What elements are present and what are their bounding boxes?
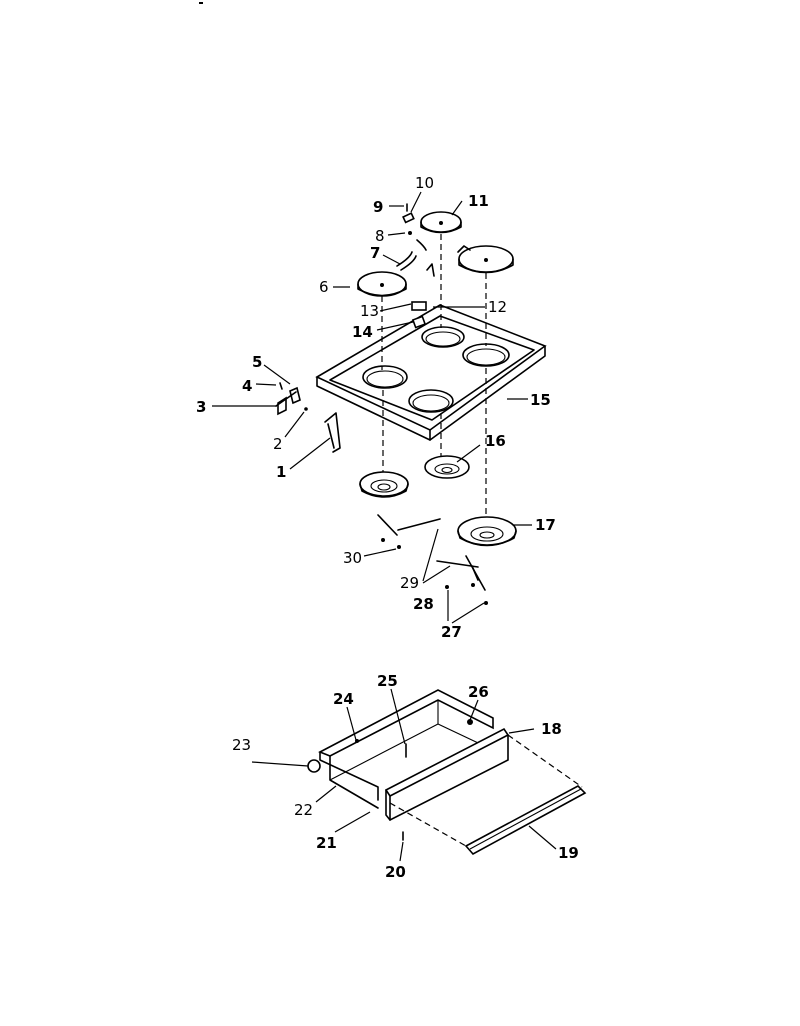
surface-element-11 [420,211,462,234]
bracket-14 [411,315,427,329]
callout-4: 4 [242,377,252,395]
callout-6: 6 [319,278,329,296]
bracket-13 [411,301,427,311]
element-supports [377,514,488,605]
drawer-assembly [307,689,587,856]
callout-12: 12 [488,298,507,316]
callout-23: 23 [232,736,251,754]
callout-13: 13 [360,302,379,320]
surface-element-6 [357,271,407,297]
callout-11: 11 [468,192,489,210]
callout-18: 18 [541,720,562,738]
drip-bowl-16 [424,455,470,479]
element-lead-8 [416,239,435,277]
callout-9: 9 [373,198,383,216]
callout-27: 27 [441,623,462,641]
surface-element-large [457,245,514,274]
callout-26: 26 [468,683,489,701]
callout-8: 8 [375,227,385,245]
drip-bowl-17 [457,516,517,547]
callout-22: 22 [294,801,313,819]
callout-17: 17 [535,516,556,534]
callout-14: 14 [352,323,373,341]
callout-5: 5 [252,353,262,371]
callout-2: 2 [273,435,283,453]
element-lead-7 [396,251,417,271]
callout-20: 20 [385,863,406,881]
callout-28: 28 [413,595,434,613]
callout-15: 15 [530,391,551,409]
callout-29: 29 [400,574,419,592]
screw-8 [408,231,412,235]
callout-25: 25 [377,672,398,690]
callout-19: 19 [558,844,579,862]
cooktop-top-panel [315,304,547,441]
drip-bowl-left [359,471,409,498]
callout-30: 30 [343,549,362,567]
callout-16: 16 [485,432,506,450]
callout-labels: 1 2 3 4 5 6 7 8 9 10 11 12 13 14 15 16 1… [196,174,579,881]
callout-21: 21 [316,834,337,852]
callout-3: 3 [196,398,206,416]
alignment-lines-top [381,234,487,518]
hinge-assembly [275,382,341,453]
leader-lines [212,191,557,862]
callout-7: 7 [370,244,380,262]
callout-1: 1 [276,463,286,481]
receptacle-10 [402,212,415,224]
callout-10: 10 [415,174,434,192]
callout-24: 24 [333,690,354,708]
